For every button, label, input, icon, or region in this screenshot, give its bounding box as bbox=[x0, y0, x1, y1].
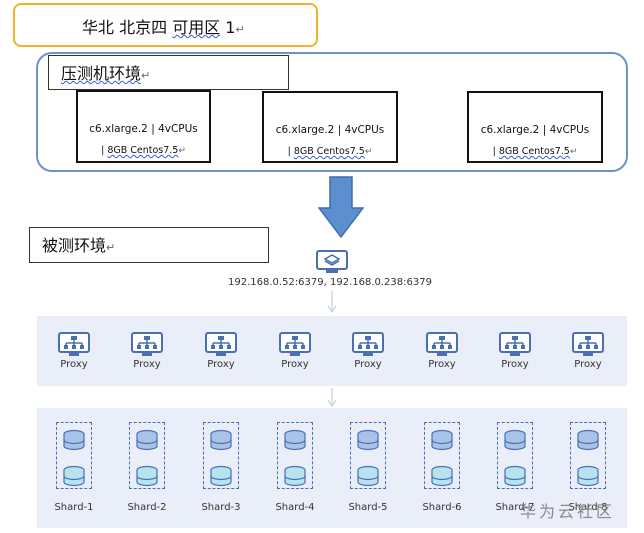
availability-zone-text: 可用区 bbox=[172, 18, 221, 37]
shard-node bbox=[497, 422, 533, 489]
shard-tier bbox=[37, 408, 627, 528]
database-icon bbox=[577, 429, 599, 451]
proxy-label: Proxy bbox=[574, 359, 602, 370]
shard-label: Shard-7 bbox=[495, 502, 535, 513]
machine-memory-os: 8GB Centos7.5 bbox=[293, 146, 365, 157]
database-icon bbox=[504, 429, 526, 451]
database-icon bbox=[63, 429, 85, 451]
machine-spec-2: | 8GB Centos7.5↵ bbox=[78, 145, 209, 156]
machine-memory-os: 8GB Centos7.5 bbox=[498, 146, 570, 157]
proxy-server-icon bbox=[499, 332, 531, 356]
machine-spec-sep: | bbox=[287, 146, 294, 157]
database-icon bbox=[284, 429, 306, 451]
shard-node bbox=[350, 422, 386, 489]
database-replica-icon bbox=[284, 465, 306, 487]
paragraph-mark: ↵ bbox=[106, 241, 116, 254]
availability-zone-number: 1 bbox=[220, 18, 236, 37]
load-machine: c6.xlarge.2 | 4vCPUs | 8GB Centos7.5↵ bbox=[262, 91, 398, 163]
test-environment-title-text: 被测环境 bbox=[42, 236, 107, 255]
machine-spec: c6.xlarge.2 | 4vCPUs bbox=[480, 124, 590, 136]
down-arrow-icon bbox=[318, 176, 364, 238]
endpoint-address: 192.168.0.52:6379, 192.168.0.238:6379 bbox=[228, 277, 432, 288]
region-label: 华北 北京四 可用区 1↵ bbox=[82, 14, 245, 38]
database-replica-icon bbox=[63, 465, 85, 487]
region-box bbox=[13, 3, 318, 47]
database-replica-icon bbox=[431, 465, 453, 487]
shard-node bbox=[277, 422, 313, 489]
load-environment-container bbox=[36, 52, 628, 172]
shard-node bbox=[203, 422, 239, 489]
proxy-server-icon bbox=[131, 332, 163, 356]
paragraph-mark: ↵ bbox=[235, 23, 245, 36]
machine-spec: c6.xlarge.2 | 4vCPUs bbox=[89, 123, 198, 135]
paragraph-mark: ↵ bbox=[364, 147, 373, 157]
shard-label: Shard-4 bbox=[275, 502, 315, 513]
paragraph-mark: ↵ bbox=[141, 69, 151, 82]
machine-spec: c6.xlarge.2 | 4vCPUs bbox=[275, 124, 385, 136]
proxy-server-icon bbox=[426, 332, 458, 356]
machine-memory-os: 8GB Centos7.5 bbox=[107, 145, 179, 156]
proxy-label: Proxy bbox=[60, 359, 88, 370]
database-replica-icon bbox=[577, 465, 599, 487]
test-environment-title: 被测环境↵ bbox=[29, 227, 269, 263]
proxy-server-icon bbox=[352, 332, 384, 356]
load-environment-title: 压测机环境↵ bbox=[48, 55, 289, 90]
load-balancer-icon bbox=[316, 250, 348, 273]
proxy-label: Proxy bbox=[354, 359, 382, 370]
proxy-label: Proxy bbox=[501, 359, 529, 370]
machine-spec-sep: | bbox=[492, 146, 499, 157]
paragraph-mark: ↵ bbox=[178, 146, 186, 156]
database-icon bbox=[136, 429, 158, 451]
shard-label: Shard-3 bbox=[201, 502, 241, 513]
database-icon bbox=[431, 429, 453, 451]
proxy-server-icon bbox=[58, 332, 90, 356]
proxy-server-icon bbox=[279, 332, 311, 356]
database-replica-icon bbox=[136, 465, 158, 487]
proxy-label: Proxy bbox=[207, 359, 235, 370]
proxy-label: Proxy bbox=[281, 359, 309, 370]
proxy-server-icon bbox=[205, 332, 237, 356]
shard-node bbox=[570, 422, 606, 489]
shard-label: Shard-6 bbox=[422, 502, 462, 513]
proxy-label: Proxy bbox=[428, 359, 456, 370]
connector-arrow-icon bbox=[327, 388, 337, 407]
load-machine: c6.xlarge.2 | 4vCPUs | 8GB Centos7.5↵ bbox=[467, 91, 603, 163]
load-machine: c6.xlarge.2 | 4vCPUs | 8GB Centos7.5↵ bbox=[76, 90, 211, 163]
connector-arrow-icon bbox=[327, 291, 337, 313]
watermark: 华为云社区 bbox=[520, 502, 616, 521]
shard-node bbox=[56, 422, 92, 489]
shard-node bbox=[129, 422, 165, 489]
shard-label: Shard-8 bbox=[568, 502, 608, 513]
proxy-tier bbox=[37, 316, 627, 386]
shard-label: Shard-1 bbox=[54, 502, 94, 513]
database-icon bbox=[210, 429, 232, 451]
shard-label: Shard-5 bbox=[348, 502, 388, 513]
proxy-label: Proxy bbox=[133, 359, 161, 370]
database-replica-icon bbox=[357, 465, 379, 487]
region-name: 华北 北京四 bbox=[82, 18, 173, 37]
database-replica-icon bbox=[504, 465, 526, 487]
machine-spec-2: | 8GB Centos7.5↵ bbox=[469, 146, 601, 157]
database-replica-icon bbox=[210, 465, 232, 487]
shard-node bbox=[424, 422, 460, 489]
machine-spec-2: | 8GB Centos7.5↵ bbox=[264, 146, 396, 157]
shard-label: Shard-2 bbox=[127, 502, 167, 513]
database-icon bbox=[357, 429, 379, 451]
load-environment-title-text: 压测机环境 bbox=[61, 64, 142, 83]
proxy-server-icon bbox=[572, 332, 604, 356]
machine-spec-sep: | bbox=[101, 145, 108, 156]
paragraph-mark: ↵ bbox=[569, 147, 578, 157]
